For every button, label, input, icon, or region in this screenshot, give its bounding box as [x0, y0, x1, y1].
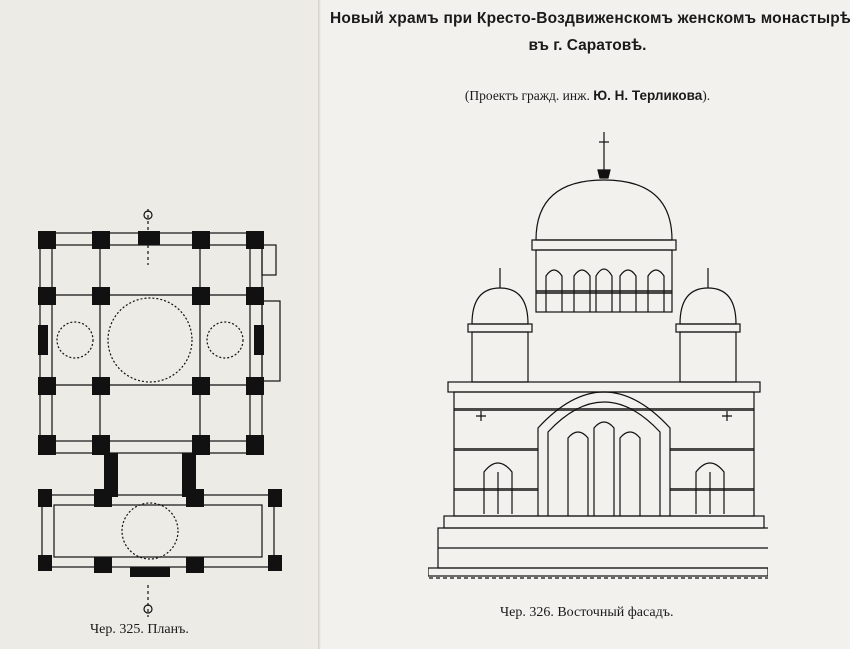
author-prefix: (Проектъ гражд. инж. [464, 88, 590, 103]
author-suffix: ). [702, 88, 711, 103]
plan-caption: Чер. 325. Планъ. [90, 622, 189, 637]
page-gutter [318, 0, 321, 649]
article-subtitle: въ г. Саратовѣ. [528, 37, 647, 54]
author-line: (Проектъ гражд. инж. Ю. Н. Терликова). [330, 88, 845, 104]
right-page [318, 0, 850, 649]
author-name: Ю. Н. Терликова [593, 88, 703, 103]
church-plan-drawing [38, 209, 282, 617]
left-page [0, 0, 318, 649]
article-title: Новый храмъ при Кресто-Воздвиженскомъ же… [330, 10, 850, 27]
facade-caption: Чер. 326. Восточный фасадъ. [500, 605, 674, 620]
east-facade-drawing [428, 132, 768, 579]
